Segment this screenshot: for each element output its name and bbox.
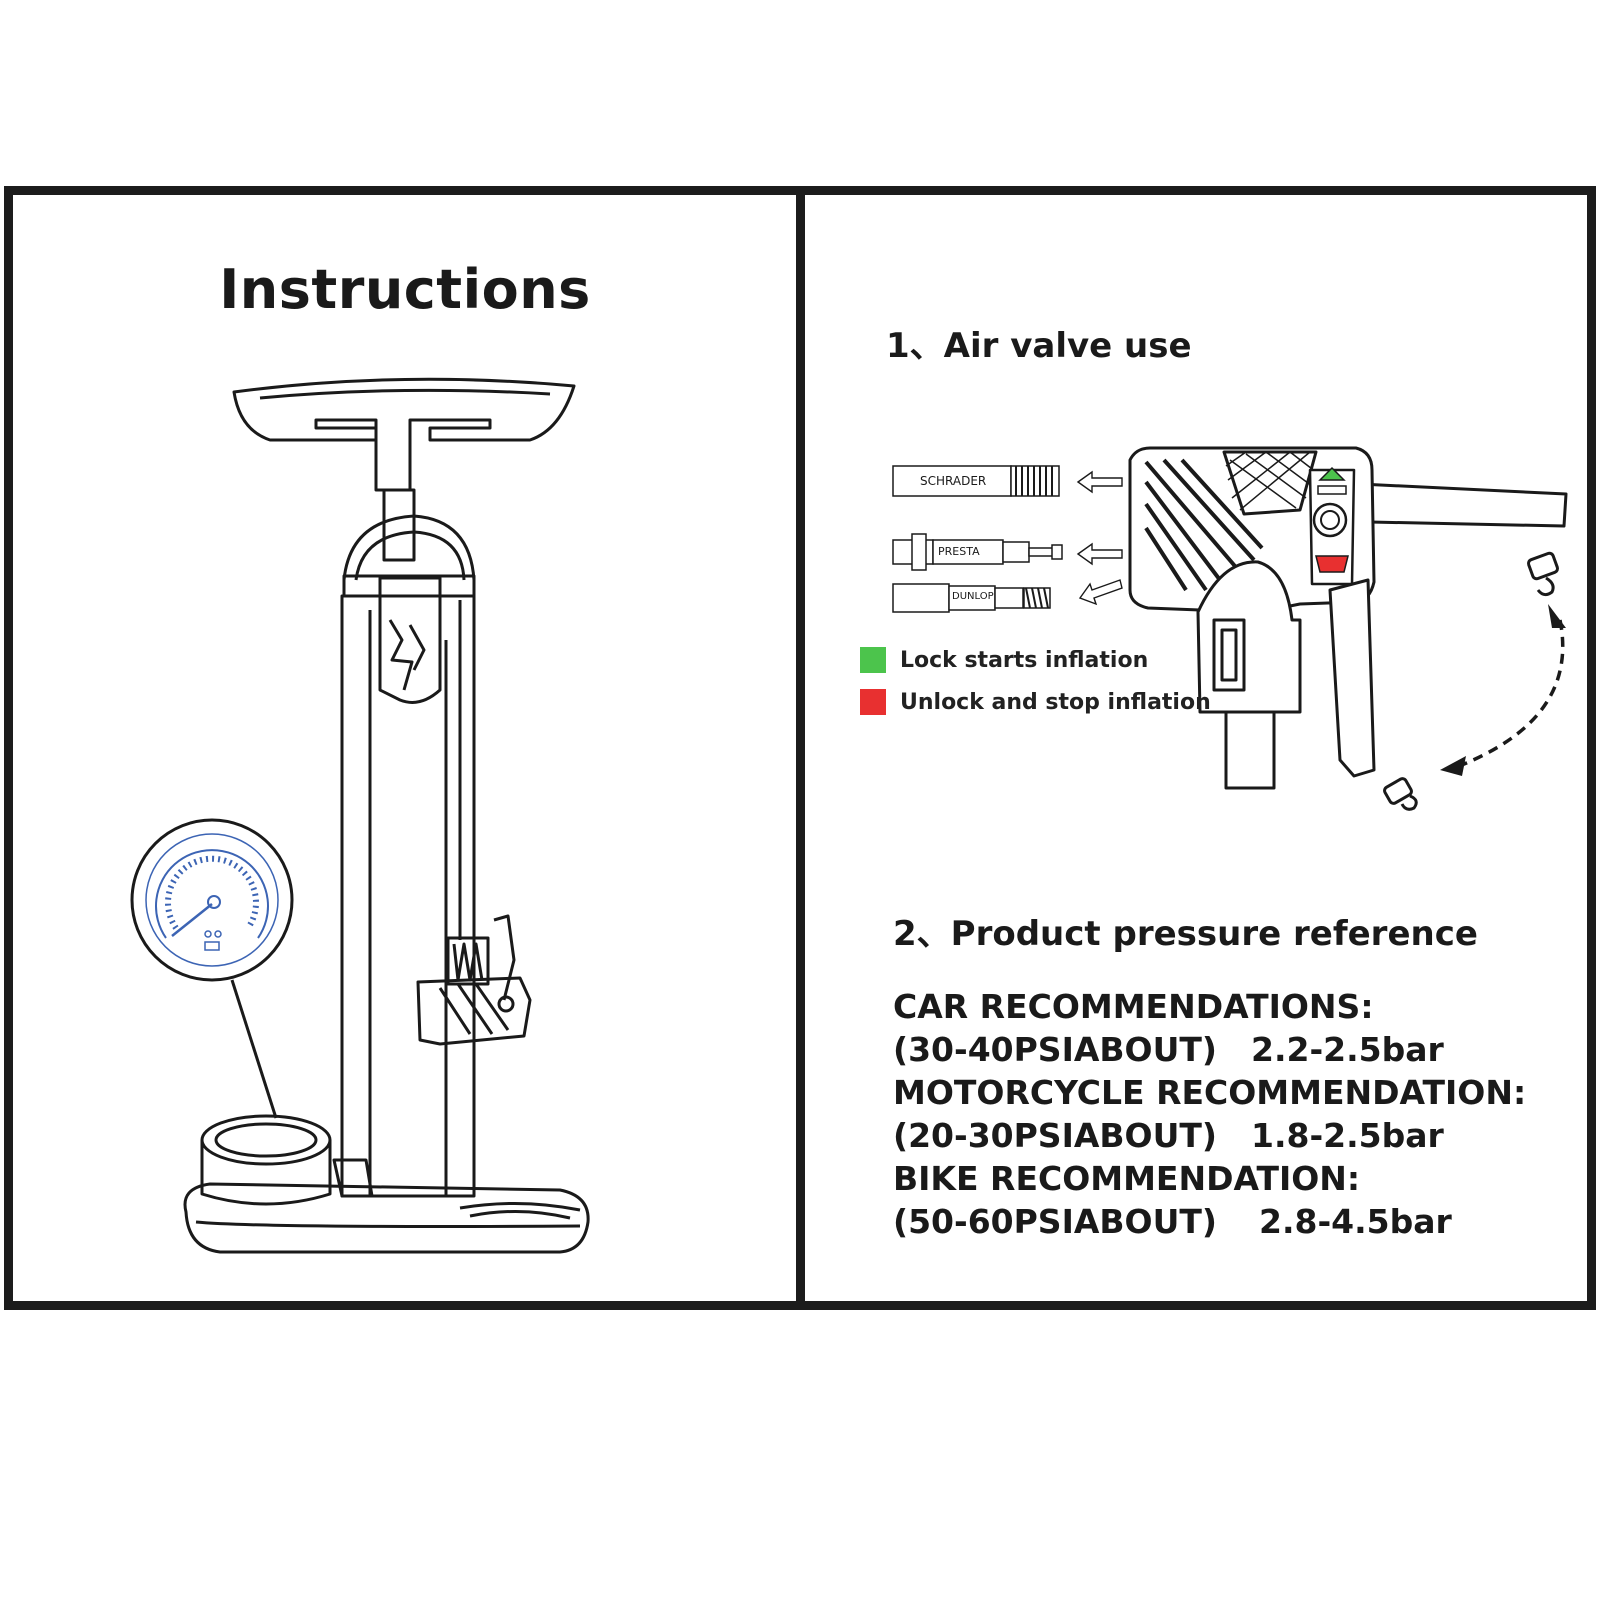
unlock-icon (1383, 777, 1418, 811)
lock-icon (1526, 551, 1560, 597)
dunlop-valve-icon (892, 583, 950, 613)
bike-bar: 2.8-4.5bar (1259, 1202, 1452, 1241)
section-air-valve-heading: 1、Air valve use (886, 326, 1192, 366)
dunlop-label: DUNLOP (952, 591, 994, 602)
legend-unlock-text: Unlock and stop inflation (900, 689, 1211, 715)
motorcycle-psi: (20-30PSIABOUT) (893, 1116, 1217, 1155)
lock-lever (1358, 482, 1568, 528)
floor-pump-illustration (130, 377, 590, 1254)
release-lever (1328, 578, 1376, 778)
pump-top-cap (342, 514, 476, 581)
pump-handle (232, 377, 576, 492)
section-pressure-heading: 2、Product pressure reference (893, 914, 1478, 954)
car-bar: 2.2-2.5bar (1251, 1030, 1444, 1069)
car-psi: (30-40PSIABOUT) (893, 1030, 1217, 1069)
bike-label: BIKE RECOMMENDATION: (893, 1159, 1361, 1198)
pump-base (183, 1182, 590, 1254)
presta-label: PRESTA (938, 545, 980, 558)
bike-psi: (50-60PSIABOUT) (893, 1202, 1217, 1241)
pump-head-illustration (1128, 446, 1568, 811)
green-swatch (860, 647, 886, 673)
legend-unlock: Unlock and stop inflation (860, 687, 1211, 717)
motorcycle-values: (20-30PSIABOUT) 1.8-2.5bar (893, 1114, 1526, 1157)
schrader-label: SCHRADER (920, 474, 987, 488)
pressure-gauge-icon (130, 818, 294, 982)
panel-divider (796, 186, 805, 1310)
car-values: (30-40PSIABOUT) 2.2-2.5bar (893, 1028, 1526, 1071)
motorcycle-label: MOTORCYCLE RECOMMENDATION: (893, 1073, 1527, 1112)
pump-shaft (382, 488, 416, 562)
insert-arrows (1076, 470, 1123, 606)
page-title: Instructions (219, 258, 591, 321)
rotation-arrow-icon (1453, 619, 1565, 770)
pump-clip (378, 576, 442, 704)
motorcycle-bar: 1.8-2.5bar (1251, 1116, 1444, 1155)
pump-head (416, 976, 532, 1046)
valve-types-illustration (892, 465, 1123, 613)
pressure-reference-list: CAR RECOMMENDATIONS: (30-40PSIABOUT) 2.2-… (893, 985, 1526, 1243)
unlock-indicator-red (1315, 555, 1349, 573)
bike-values: (50-60PSIABOUT) 2.8-4.5bar (893, 1200, 1526, 1243)
schrader-valve-icon (892, 465, 1012, 497)
legend-lock: Lock starts inflation (860, 645, 1148, 675)
lock-indicator-green (1318, 466, 1346, 481)
red-swatch (860, 689, 886, 715)
legend-lock-text: Lock starts inflation (900, 647, 1149, 673)
pump-barrel (340, 594, 476, 1198)
car-label: CAR RECOMMENDATIONS: (893, 987, 1374, 1026)
